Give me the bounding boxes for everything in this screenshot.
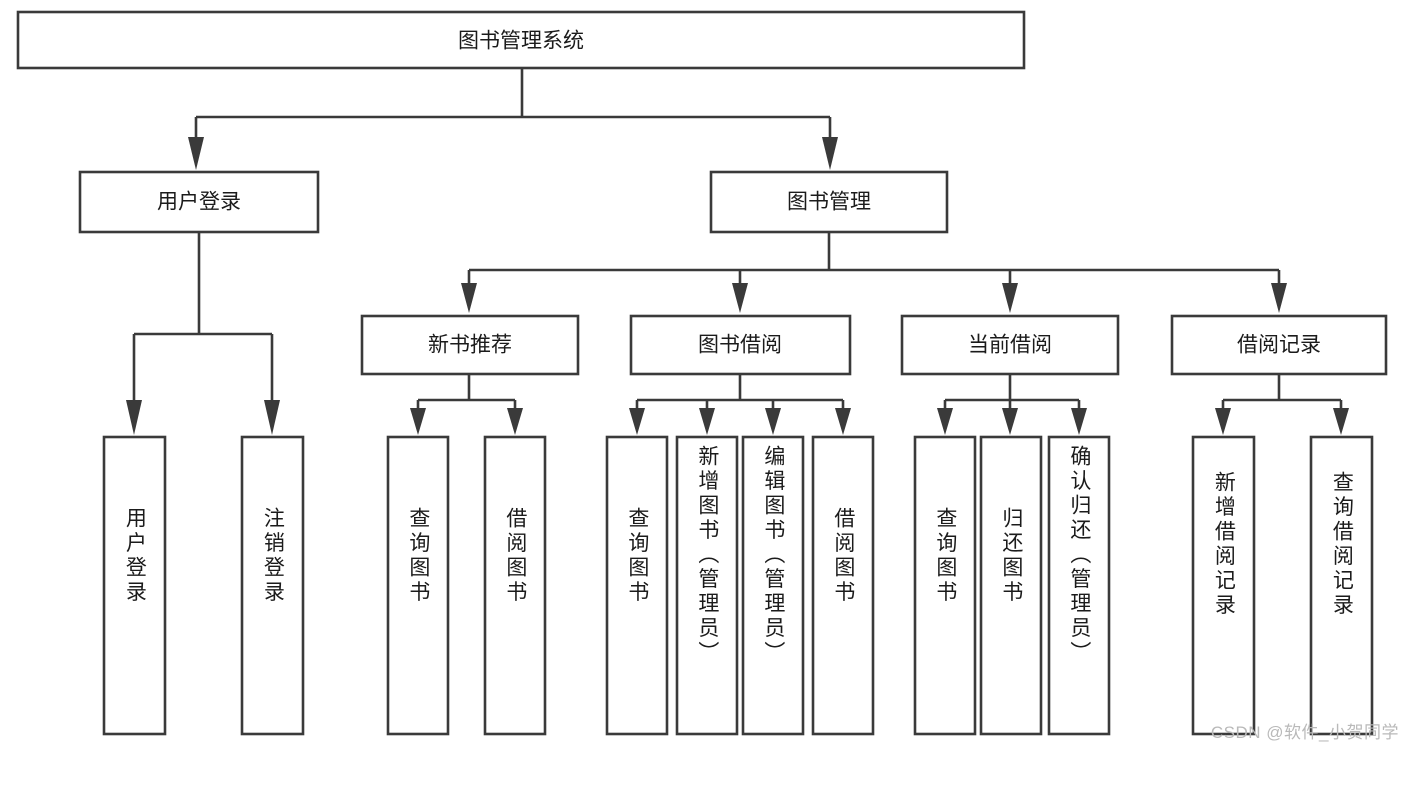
node-borrow-record-label: 借阅记录 bbox=[1237, 334, 1321, 357]
node-current-borrow-label: 当前借阅 bbox=[968, 334, 1052, 357]
connector-newbook-to-leaves bbox=[410, 374, 523, 435]
node-book-management[interactable]: 图书管理 bbox=[709, 170, 949, 234]
node-root[interactable]: 图书管理系统 bbox=[16, 10, 1026, 70]
hierarchy-diagram: 图书管理系统 用户登录 图书管理 新书推荐 图书借阅 当前借阅 借阅记录 bbox=[16, 10, 1388, 736]
diagram-canvas: 图书管理系统 用户登录 图书管理 新书推荐 图书借阅 当前借阅 借阅记录 bbox=[16, 10, 1399, 742]
leaf-box-borrow-book-1 bbox=[483, 435, 547, 736]
node-borrow-record[interactable]: 借阅记录 bbox=[1170, 314, 1388, 376]
connector-currentborrow-to-leaves bbox=[937, 374, 1087, 435]
node-user-login[interactable]: 用户登录 bbox=[78, 170, 320, 234]
leaf-box-edit-book-admin bbox=[741, 435, 805, 736]
node-new-book-recommend[interactable]: 新书推荐 bbox=[360, 314, 580, 376]
connector-root-to-level1 bbox=[188, 68, 838, 170]
connector-bookmgmt-to-level2 bbox=[461, 232, 1287, 313]
leaf-box-query-book-2 bbox=[605, 435, 669, 736]
connector-userlogin-to-leaves bbox=[126, 232, 280, 435]
leaf-box-query-book-3 bbox=[913, 435, 977, 736]
leaf-box-query-borrow-record bbox=[1309, 435, 1374, 736]
connector-bookborrow-to-leaves bbox=[629, 374, 851, 435]
leaf-box-logout-login bbox=[240, 435, 305, 736]
node-book-management-label: 图书管理 bbox=[787, 191, 871, 214]
node-book-borrow-label: 图书借阅 bbox=[698, 334, 782, 357]
node-user-login-label: 用户登录 bbox=[157, 191, 241, 214]
leaf-boxes bbox=[102, 435, 1374, 736]
leaf-box-query-book-1 bbox=[386, 435, 450, 736]
leaf-box-user-login bbox=[102, 435, 167, 736]
leaf-box-return-book bbox=[979, 435, 1043, 736]
leaf-box-borrow-book-2 bbox=[811, 435, 875, 736]
node-root-label: 图书管理系统 bbox=[458, 30, 584, 53]
node-new-book-recommend-label: 新书推荐 bbox=[428, 334, 512, 357]
node-current-borrow[interactable]: 当前借阅 bbox=[900, 314, 1120, 376]
connector-borrowrecord-to-leaves bbox=[1215, 374, 1349, 435]
leaf-box-add-book-admin bbox=[675, 435, 739, 736]
leaf-box-add-borrow-record bbox=[1191, 435, 1256, 736]
leaf-box-confirm-return-admin bbox=[1047, 435, 1111, 736]
node-book-borrow[interactable]: 图书借阅 bbox=[629, 314, 852, 376]
csdn-watermark: CSDN @软件_小贺同学 bbox=[1210, 723, 1399, 742]
